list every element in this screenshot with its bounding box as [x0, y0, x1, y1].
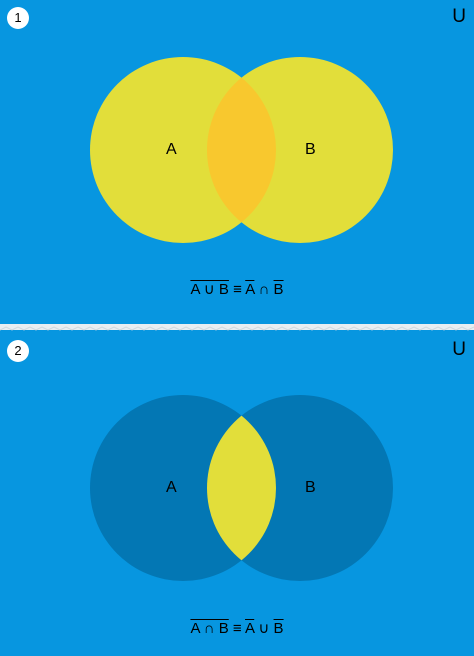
- formula: A ∩ B ≡ A ∪ B: [0, 619, 474, 637]
- universe-label: U: [452, 6, 466, 27]
- panel-number-badge: 1: [7, 7, 29, 29]
- formula-lhs: A ∪ B: [190, 281, 229, 298]
- panel-number-badge: 2: [7, 340, 29, 362]
- set-b-label: B: [305, 141, 316, 158]
- formula-equiv: ≡: [233, 281, 242, 298]
- set-b-label: B: [305, 479, 316, 496]
- formula-b: B: [273, 620, 284, 637]
- intersection-region: [207, 57, 276, 243]
- universe-label: U: [452, 339, 466, 360]
- formula-equiv: ≡: [232, 620, 242, 637]
- venn-panel-2: 2 U A B A ∩ B ≡ A ∪ B: [0, 333, 474, 656]
- formula-lhs: A ∩ B: [190, 620, 229, 637]
- formula-b: B: [273, 281, 284, 298]
- set-a-label: A: [166, 479, 177, 496]
- formula-a: A: [245, 620, 255, 637]
- formula-op: ∩: [258, 281, 270, 298]
- set-a-label: A: [166, 141, 177, 158]
- venn-diagram-1: [90, 57, 393, 243]
- formula: A ∪ B ≡ A ∩ B: [0, 280, 474, 298]
- venn-panel-1: 1 U A B A ∪ B ≡ A ∩ B: [0, 0, 474, 322]
- formula-a: A: [245, 281, 255, 298]
- formula-op: ∪: [258, 620, 270, 637]
- intersection-region: [207, 395, 276, 581]
- venn-diagram-2: [90, 395, 393, 581]
- panel-divider: [0, 322, 474, 333]
